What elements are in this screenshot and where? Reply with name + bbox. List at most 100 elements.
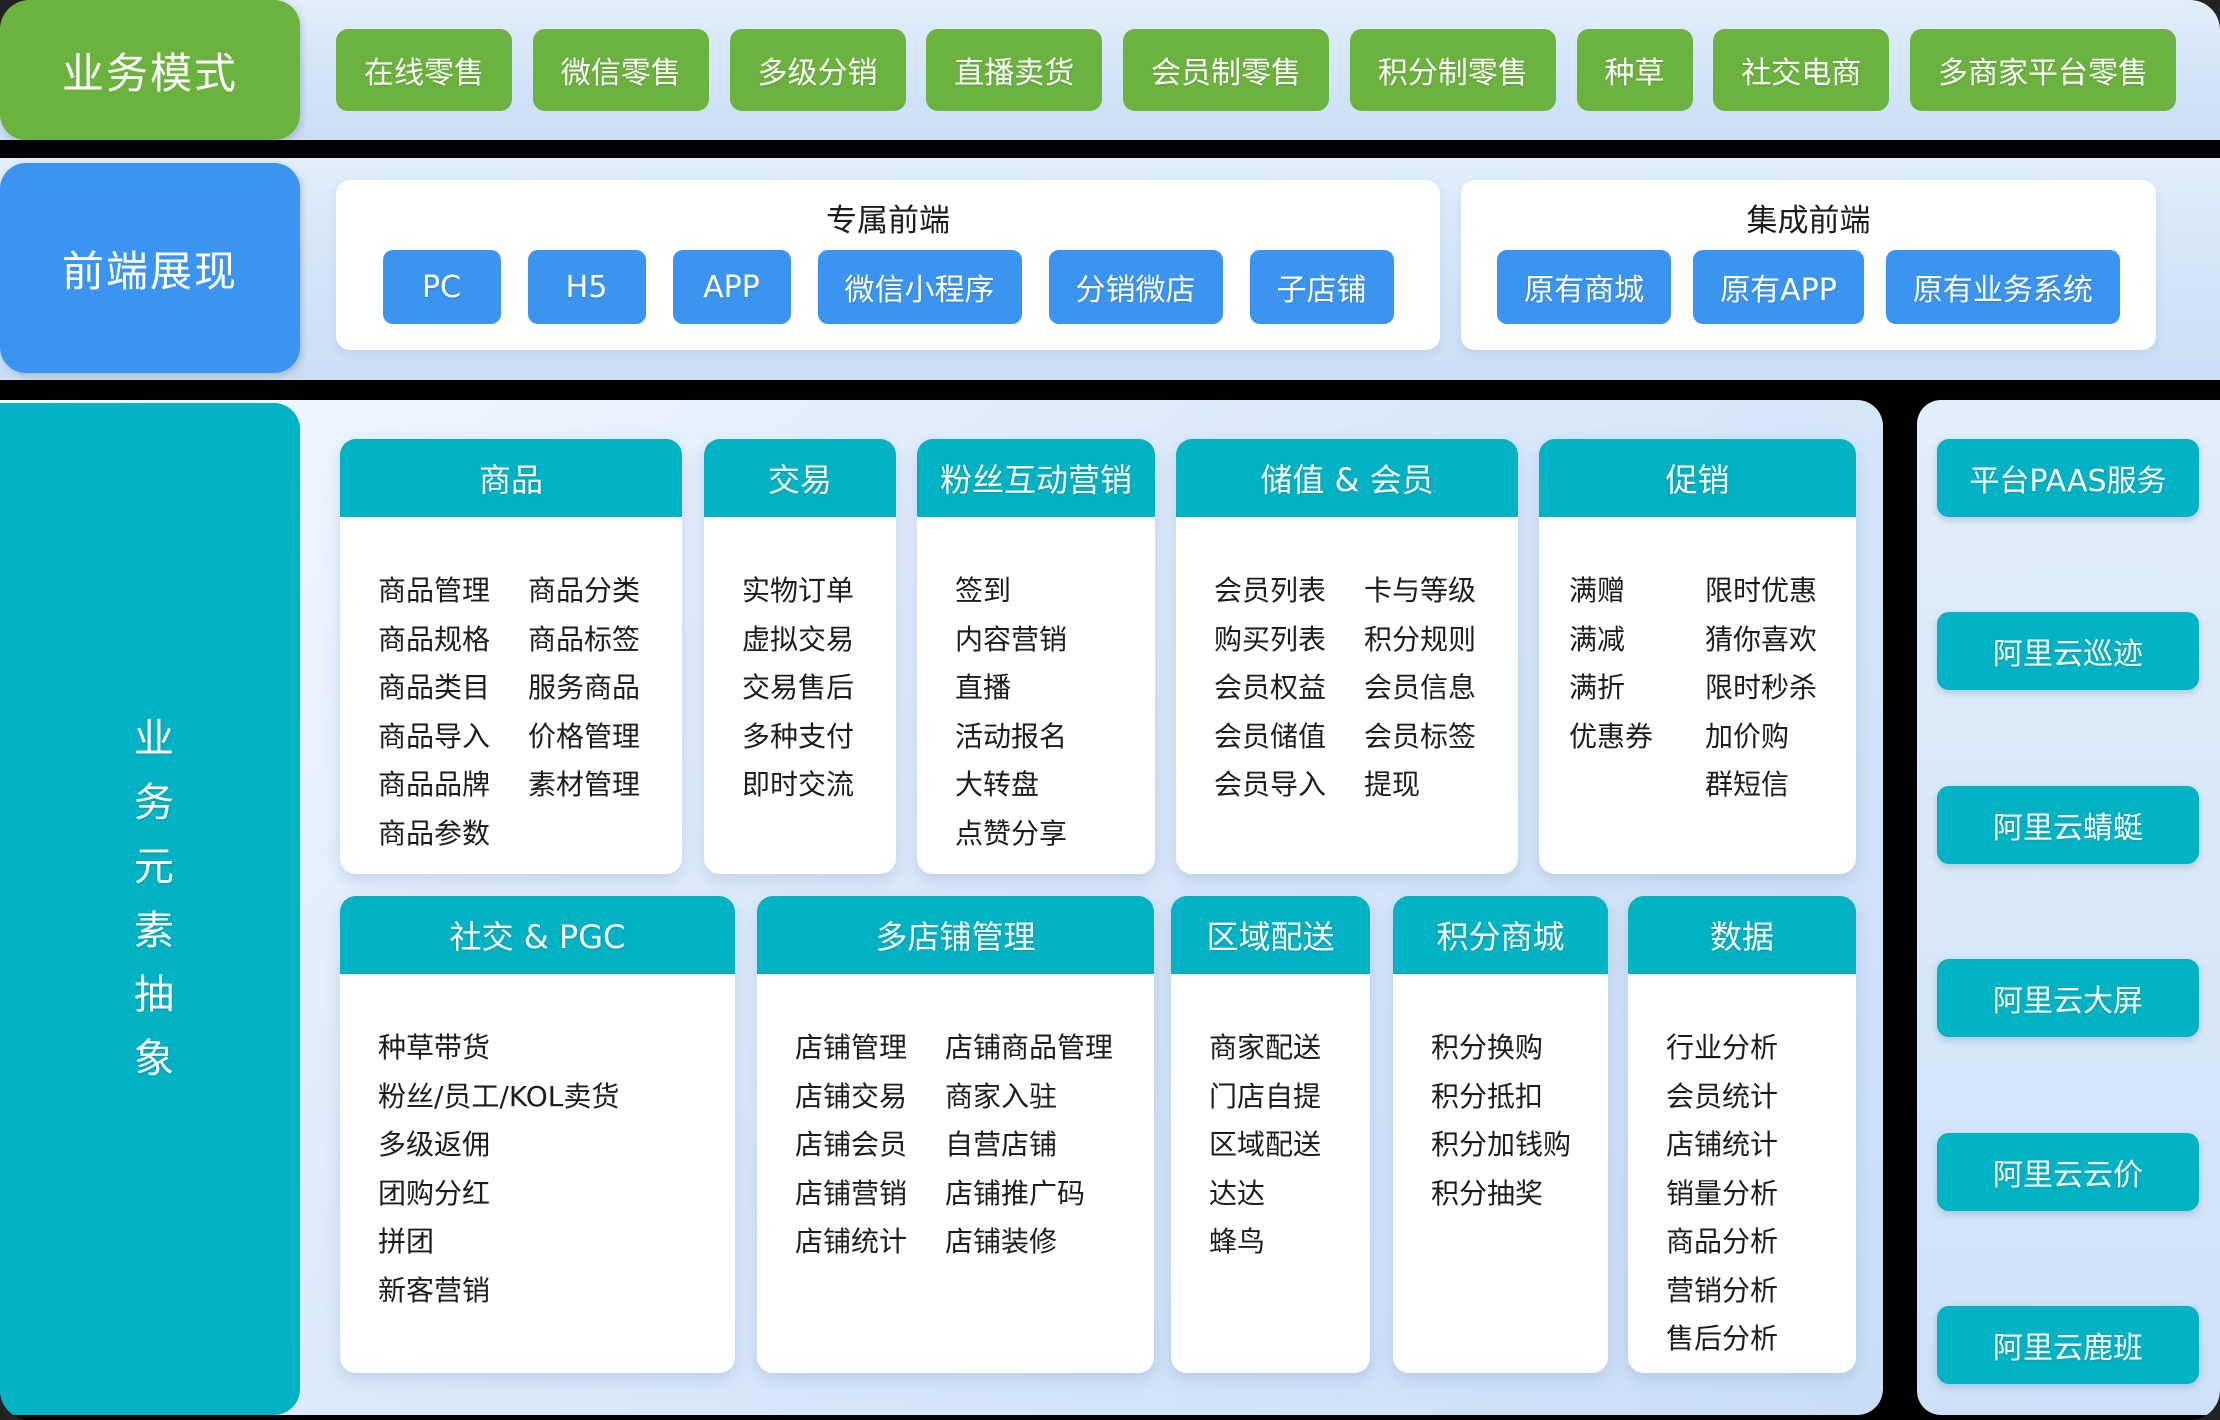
card-data-body: 行业分析会员统计店铺统计销量分析商品分析营销分析售后分析: [1628, 974, 1856, 1373]
feature-item: 素材管理: [528, 768, 641, 801]
paas-service-button[interactable]: 阿里云鹿班: [1937, 1305, 2199, 1384]
integrated-frontend-buttons: 原有商城原有APP 原有业务系统: [1497, 250, 2120, 324]
feature-item: 限时优惠: [1705, 574, 1818, 607]
dedicated-frontend-title: 专属前端: [826, 202, 950, 239]
card-multi-store-header: 多店铺管理: [757, 896, 1154, 974]
card-promotion-header: 促销: [1539, 439, 1856, 517]
frontend-label: 前端展现: [0, 163, 300, 373]
feature-item: 内容营销: [955, 622, 1068, 656]
card-social-pgc-body: 种草带货粉丝/员工/KOL卖货多级返佣团购分红拼团新客营销: [340, 974, 735, 1373]
business-model-row: 业务模式 在线零售微信零售多级分销直播卖货会员制零售积分制零售种草社交电商多商家…: [0, 0, 2220, 140]
card-fan-marketing: 粉丝互动营销 签到内容营销直播活动报名大转盘点赞分享: [917, 439, 1155, 874]
feature-item: 积分规则: [1364, 622, 1477, 656]
feature-item: 店铺推广码: [945, 1176, 1086, 1210]
card-membership-col2: 卡与等级积分规则会员信息会员标签提现: [1364, 567, 1476, 874]
card-products: 商品 商品管理商品规格商品类目商品导入商品品牌商品参数 商品分类商品标签服务商品…: [340, 439, 682, 874]
feature-item: 商家配送: [1209, 1031, 1322, 1064]
business-model-button[interactable]: 社交电商: [1713, 29, 1890, 111]
feature-item: 商品品牌: [378, 768, 491, 801]
feature-item: 限时秒杀: [1705, 671, 1818, 704]
card-fan-marketing-body: 签到内容营销直播活动报名大转盘点赞分享: [917, 517, 1155, 874]
feature-item: 签到: [955, 574, 1012, 607]
dedicated-frontend-panel: 专属前端 PC H5 APP 微信小程序分销微店子店铺: [336, 180, 1440, 350]
frontend-integration-button[interactable]: 原有商城: [1497, 250, 1672, 324]
card-products-body: 商品管理商品规格商品类目商品导入商品品牌商品参数 商品分类商品标签服务商品价格管…: [340, 517, 682, 874]
business-model-buttons: 在线零售微信零售多级分销直播卖货会员制零售积分制零售种草社交电商多商家平台零售: [336, 29, 2176, 111]
feature-item: 积分抽奖: [1431, 1176, 1544, 1210]
card-products-header: 商品: [340, 439, 682, 517]
frontend-channel-button[interactable]: APP: [672, 250, 791, 324]
feature-item: 团购分红: [378, 1176, 491, 1210]
business-model-button[interactable]: 多级分销: [729, 29, 906, 111]
card-promotion-col1: 满赠满减满折优惠券: [1569, 567, 1659, 874]
feature-item: 店铺统计: [795, 1225, 908, 1258]
feature-item: 商品规格: [378, 622, 491, 656]
card-membership-body: 会员列表购买列表会员权益会员储值会员导入 卡与等级积分规则会员信息会员标签提现: [1176, 517, 1518, 874]
feature-item: 即时交流: [742, 768, 855, 801]
feature-item: 店铺装修: [945, 1225, 1058, 1258]
frontend-channel-button[interactable]: 子店铺: [1249, 250, 1394, 324]
card-fan-marketing-header: 粉丝互动营销: [917, 439, 1155, 517]
business-elements-section: 业务元素抽象 商品 商品管理商品规格商品类目商品导入商品品牌商品参数 商品分类商…: [0, 400, 1883, 1415]
frontend-channel-button[interactable]: PC: [382, 250, 501, 324]
feature-item: 会员信息: [1364, 671, 1477, 704]
feature-item: 提现: [1364, 768, 1421, 801]
paas-service-button[interactable]: 平台PAAS服务: [1937, 439, 2199, 517]
business-model-button[interactable]: 积分制零售: [1349, 29, 1556, 111]
card-fan-marketing-col1: 签到内容营销直播活动报名大转盘点赞分享: [955, 567, 1067, 874]
frontend-integration-button[interactable]: 原有APP: [1693, 250, 1864, 324]
feature-item: 行业分析: [1666, 1031, 1779, 1064]
feature-item: 实物订单: [742, 574, 855, 607]
feature-item: 购买列表: [1214, 622, 1327, 656]
feature-item: 会员列表: [1214, 574, 1327, 607]
feature-item: 商品分类: [528, 574, 641, 607]
paas-service-button[interactable]: 阿里云巡迹: [1937, 612, 2199, 691]
feature-item: 交易售后: [742, 671, 855, 704]
card-data-col1: 行业分析会员统计店铺统计销量分析商品分析营销分析售后分析: [1666, 1024, 1778, 1373]
business-model-label: 业务模式: [0, 0, 300, 140]
paas-service-button[interactable]: 阿里云云价: [1937, 1132, 2199, 1211]
card-points-mall-header: 积分商城: [1393, 896, 1608, 974]
feature-item: 会员储值: [1214, 719, 1327, 753]
feature-item: 店铺营销: [795, 1176, 908, 1210]
business-model-button[interactable]: 在线零售: [336, 29, 512, 111]
paas-services-column: 平台PAAS服务阿里云巡迹阿里云蜻蜓阿里云大屏阿里云云价阿里云鹿班: [1917, 400, 2220, 1415]
feature-item: 拼团: [378, 1225, 435, 1258]
feature-item: 商品导入: [378, 719, 491, 753]
card-products-col2: 商品分类商品标签服务商品价格管理素材管理: [528, 567, 640, 874]
business-elements-label: 业务元素抽象: [127, 717, 173, 1101]
feature-item: 猜你喜欢: [1705, 622, 1818, 656]
feature-item: 门店自提: [1209, 1079, 1322, 1113]
card-membership-header: 储值 & 会员: [1176, 439, 1518, 517]
feature-item: 优惠券: [1569, 719, 1654, 753]
frontend-integration-button[interactable]: 原有业务系统: [1885, 250, 2120, 324]
business-model-button[interactable]: 会员制零售: [1123, 29, 1329, 111]
feature-item: 自营店铺: [945, 1128, 1058, 1161]
card-multi-store: 多店铺管理 店铺管理店铺交易店铺会员店铺营销店铺统计 店铺商品管理商家入驻自营店…: [757, 896, 1154, 1373]
feature-item: 多级返佣: [378, 1128, 491, 1161]
frontend-channel-button[interactable]: H5: [527, 250, 646, 324]
feature-item: 大转盘: [955, 768, 1040, 801]
feature-item: 区域配送: [1209, 1128, 1322, 1161]
frontend-channel-button[interactable]: 分销微店: [1048, 250, 1223, 324]
feature-item: 销量分析: [1666, 1176, 1779, 1210]
card-regional-delivery: 区域配送 商家配送门店自提区域配送达达蜂鸟: [1171, 896, 1370, 1373]
feature-item: 店铺商品管理: [945, 1031, 1114, 1064]
card-data-header: 数据: [1628, 896, 1856, 974]
card-multi-store-col2: 店铺商品管理商家入驻自营店铺店铺推广码店铺装修: [945, 1024, 1113, 1373]
paas-service-button[interactable]: 阿里云大屏: [1937, 959, 2199, 1038]
card-regional-delivery-header: 区域配送: [1171, 896, 1370, 974]
feature-item: 积分加钱购: [1431, 1128, 1572, 1161]
business-model-button[interactable]: 直播卖货: [926, 29, 1103, 111]
paas-service-button[interactable]: 阿里云蜻蜓: [1937, 785, 2199, 864]
business-elements-sidebar: 业务元素抽象: [0, 403, 300, 1415]
business-model-button[interactable]: 种草: [1576, 29, 1693, 111]
feature-item: 新客营销: [378, 1273, 491, 1307]
card-promotion-body: 满赠满减满折优惠券 限时优惠猜你喜欢限时秒杀加价购群短信: [1539, 517, 1856, 874]
feature-item: 店铺管理: [795, 1031, 908, 1064]
card-products-col1: 商品管理商品规格商品类目商品导入商品品牌商品参数: [378, 567, 490, 874]
card-social-pgc-col1: 种草带货粉丝/员工/KOL卖货多级返佣团购分红拼团新客营销: [378, 1024, 619, 1373]
business-model-button[interactable]: 多商家平台零售: [1910, 29, 2176, 111]
frontend-channel-button[interactable]: 微信小程序: [817, 250, 1022, 324]
business-model-button[interactable]: 微信零售: [532, 29, 709, 111]
